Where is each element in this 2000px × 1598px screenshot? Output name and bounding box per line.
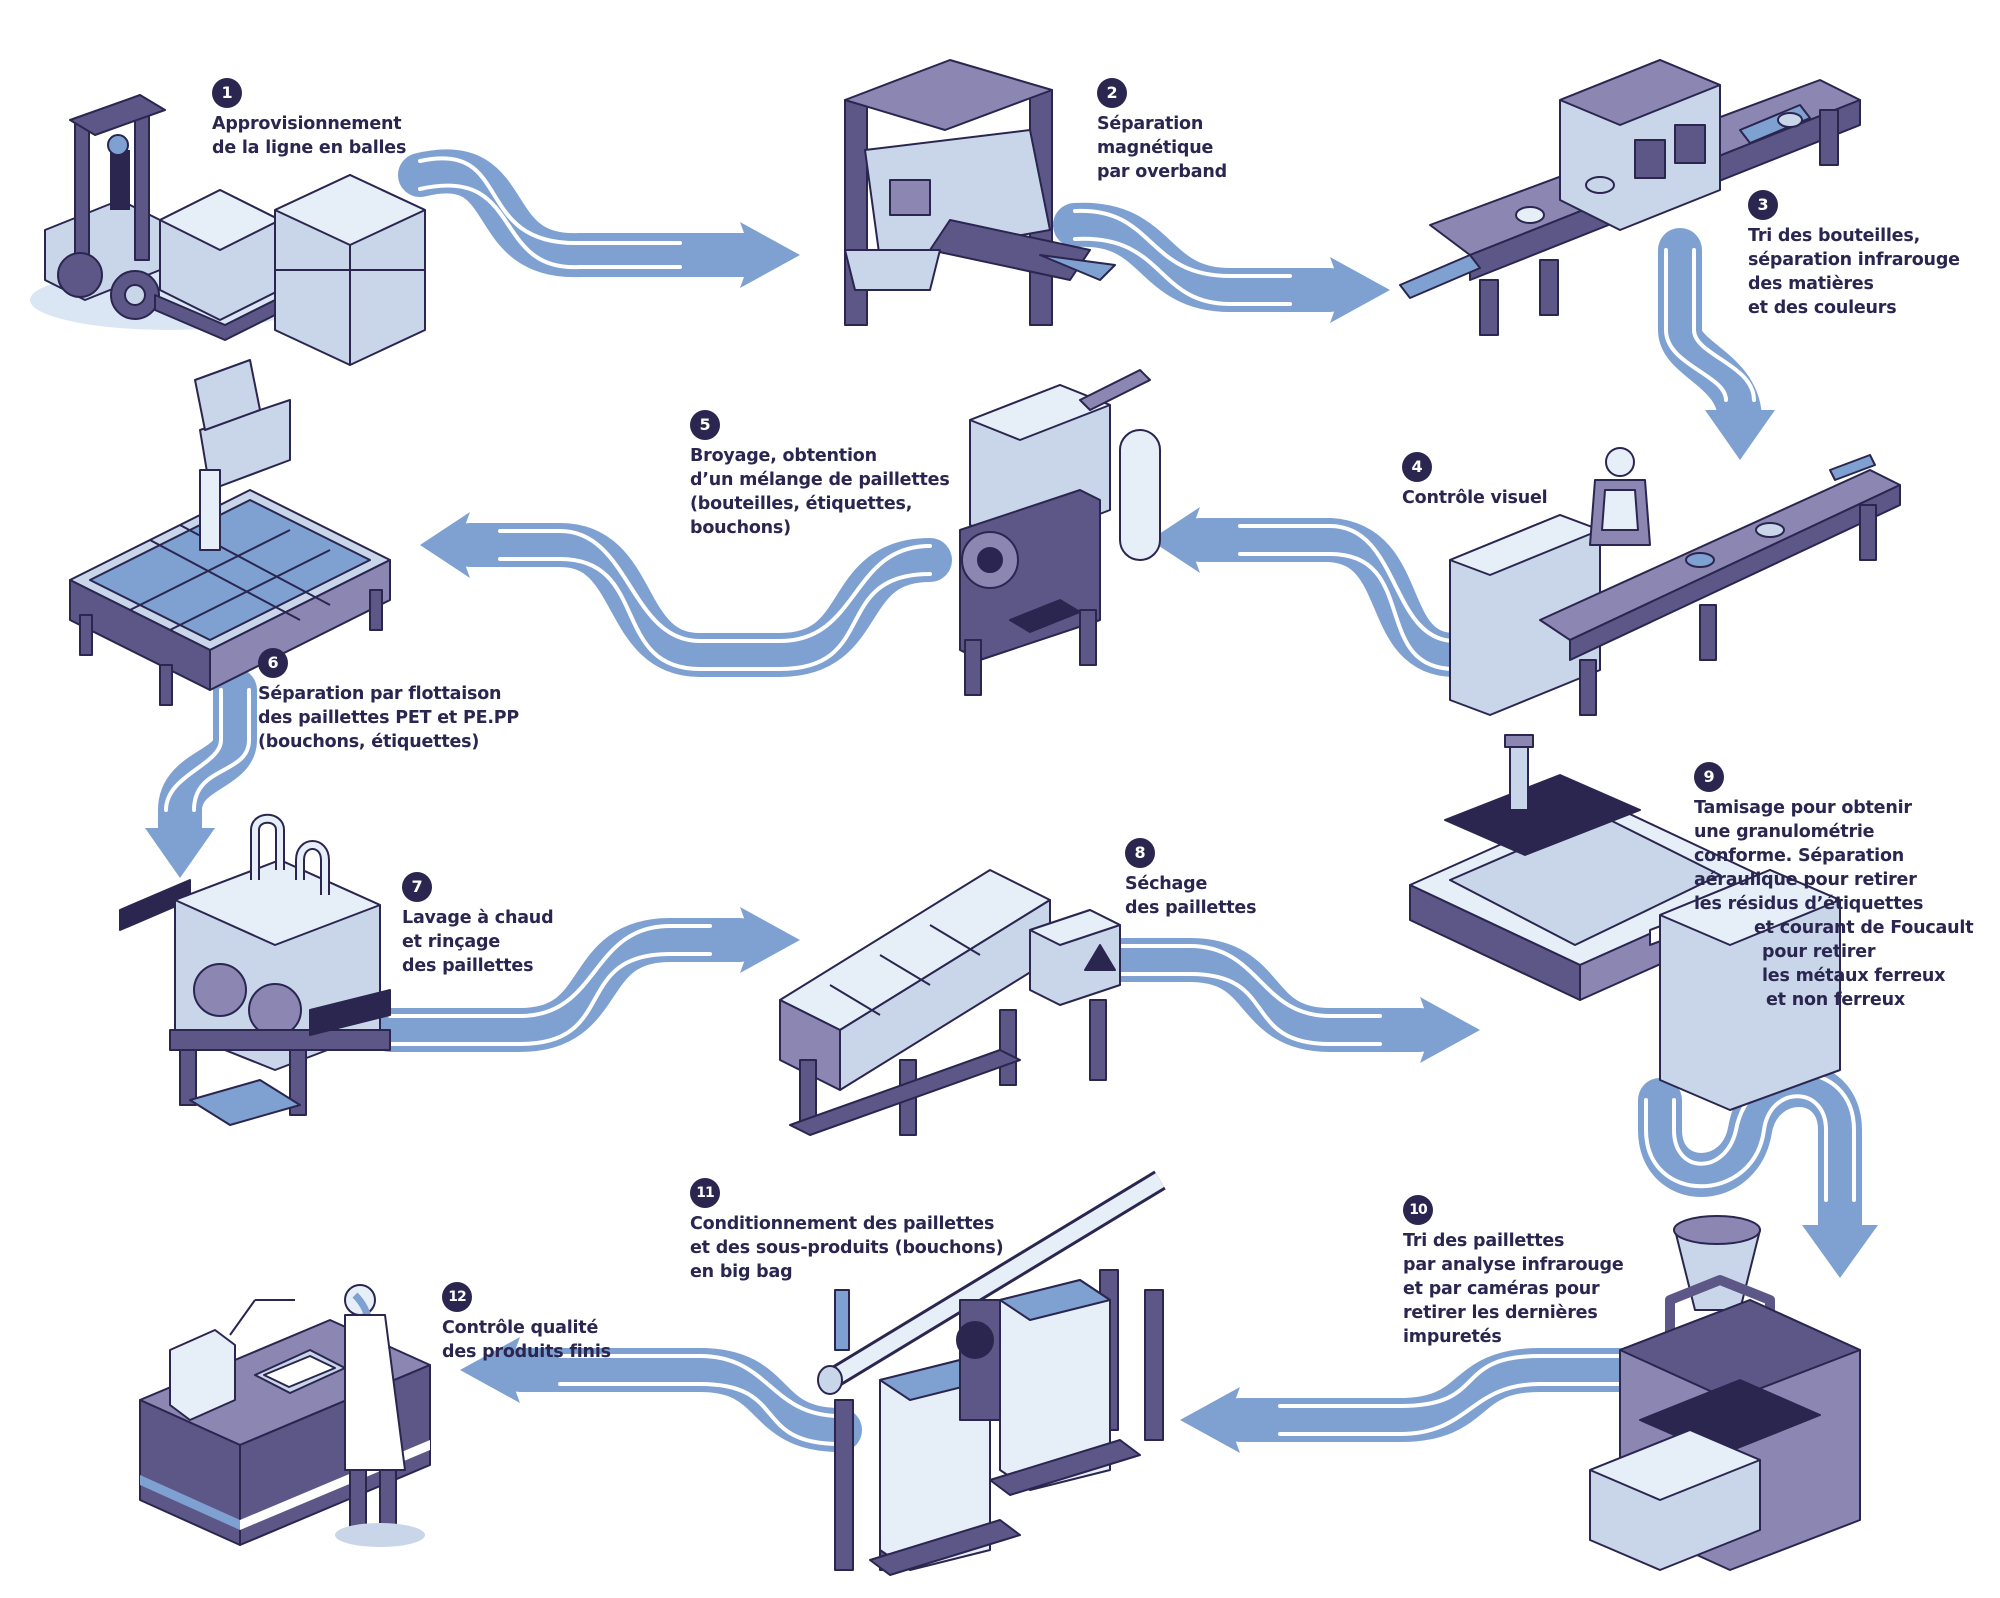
illustration-forklift-with-bales [30, 94, 426, 366]
illustration-overband-magnet [844, 59, 1116, 326]
step-label-7: 7 Lavage à chaud et rinçage des paillett… [402, 872, 554, 978]
step-text-line: et des sous-produits (bouchons) [690, 1238, 1004, 1258]
illustration-infrared-sorting-conveyor [1399, 59, 1861, 336]
step-text-line: par analyse infrarouge [1403, 1255, 1624, 1275]
step-text-line: bouchons) [690, 518, 791, 538]
step-text-line: Approvisionnement [212, 114, 402, 134]
step-text-line: et rinçage [402, 932, 500, 952]
flow-arrow-7-8 [368, 907, 800, 1052]
step-number-badge: 8 [1125, 838, 1155, 868]
step-text-line: Séchage [1125, 874, 1208, 894]
step-number-badge: 5 [690, 410, 720, 440]
flow-arrow-9-10 [1638, 1063, 1878, 1278]
step-number-badge: 4 [1402, 452, 1432, 482]
step-text-line: séparation infrarouge [1748, 250, 1960, 270]
illustration-optical-flake-sorter [1589, 1215, 1861, 1571]
step-text-line: magnétique [1097, 138, 1214, 158]
flow-arrow-6-7 [145, 668, 257, 878]
step-text-line: les résidus d’étiquettes [1694, 894, 1924, 914]
illustration-grinder [959, 369, 1161, 696]
step-text-line: de la ligne en balles [212, 138, 407, 158]
illustration-operator-at-conveyor [1449, 447, 1901, 716]
step-text-line: (bouteilles, étiquettes, [690, 494, 913, 514]
step-text-line: Broyage, obtention [690, 446, 877, 466]
step-text-line: des paillettes [402, 956, 534, 976]
step-text-line: Tri des paillettes [1403, 1231, 1565, 1251]
step-text-line: Séparation par flottaison [258, 684, 502, 704]
step-number-badge: 12 [442, 1282, 472, 1312]
step-text-line: Tri des bouteilles, [1748, 226, 1921, 246]
step-number-badge: 7 [402, 872, 432, 902]
step-label-4: 4 Contrôle visuel [1402, 452, 1548, 510]
illustration-quality-lab [139, 1284, 431, 1547]
step-label-2: 2 Séparation magnétique par overband [1097, 78, 1227, 184]
flow-arrow-4-5 [1150, 507, 1477, 677]
step-text-line: et par caméras pour [1403, 1279, 1600, 1299]
step-label-8: 8 Séchage des paillettes [1125, 838, 1257, 920]
step-text-line: aéraulique pour retirer [1694, 870, 1917, 890]
step-label-9: 9 Tamisage pour obtenir une granulométri… [1694, 762, 1974, 1012]
step-text-line: et des couleurs [1748, 298, 1897, 318]
step-text-line: Contrôle qualité [442, 1318, 599, 1338]
illustration-big-bag-filling [817, 1170, 1166, 1576]
step-text-line: Conditionnement des paillettes [690, 1214, 995, 1234]
step-text-line: des matières [1748, 274, 1874, 294]
step-text-line: (bouchons, étiquettes) [258, 732, 480, 752]
step-label-1: 1 Approvisionnement de la ligne en balle… [212, 78, 406, 160]
step-label-11: 11 Conditionnement des paillettes et des… [690, 1178, 1004, 1284]
step-text-line: d’un mélange de paillettes [690, 470, 950, 490]
step-label-3: 3 Tri des bouteilles, séparation infraro… [1748, 190, 1960, 320]
flow-arrow-1-2 [398, 149, 800, 288]
flow-arrow-11-12 [460, 1337, 862, 1452]
step-text-line: pour retirer [1762, 942, 1876, 962]
step-text-line: Contrôle visuel [1402, 488, 1548, 508]
flow-arrows [145, 149, 1878, 1453]
step-text-line: en big bag [690, 1262, 793, 1282]
step-number-badge: 10 [1403, 1195, 1433, 1225]
flow-arrow-10-11 [1180, 1348, 1642, 1453]
step-number-badge: 9 [1694, 762, 1724, 792]
step-text-line: et non ferreux [1766, 990, 1905, 1010]
step-text-line: et courant de Foucault [1754, 918, 1974, 938]
step-text-line: impuretés [1403, 1327, 1502, 1347]
step-text-line: conforme. Séparation [1694, 846, 1905, 866]
step-text-line: par overband [1097, 162, 1227, 182]
step-text-line: des produits finis [442, 1342, 611, 1362]
step-text-line: des paillettes [1125, 898, 1257, 918]
illustration-dryer [779, 869, 1121, 1136]
step-text-line: une granulométrie [1694, 822, 1875, 842]
step-text-line: retirer les dernières [1403, 1303, 1598, 1323]
step-text-line: des paillettes PET et PE.PP [258, 708, 520, 728]
step-text-line: Tamisage pour obtenir [1694, 798, 1912, 818]
step-label-5: 5 Broyage, obtention d’un mélange de pai… [690, 410, 950, 540]
illustration-flotation-tank [69, 359, 391, 706]
step-number-badge: 3 [1748, 190, 1778, 220]
step-label-10: 10 Tri des paillettes par analyse infrar… [1403, 1195, 1624, 1349]
step-number-badge: 2 [1097, 78, 1127, 108]
step-number-badge: 1 [212, 78, 242, 108]
step-number-badge: 11 [690, 1178, 720, 1208]
step-label-6: 6 Séparation par flottaison des paillett… [258, 648, 519, 754]
step-number-badge: 6 [258, 648, 288, 678]
flow-arrow-8-9 [1078, 938, 1480, 1063]
step-text-line: Séparation [1097, 114, 1204, 134]
step-label-12: 12 Contrôle qualité des produits finis [442, 1282, 611, 1364]
illustration-hot-washer [119, 813, 391, 1126]
flow-arrow-3-4 [1658, 228, 1775, 460]
step-text-line: Lavage à chaud [402, 908, 554, 928]
illustration-sieve-eddy-current [1409, 734, 1841, 1111]
step-text-line: les métaux ferreux [1762, 966, 1946, 986]
flow-arrow-5-6 [420, 512, 952, 677]
flow-arrow-2-3 [1053, 202, 1390, 323]
